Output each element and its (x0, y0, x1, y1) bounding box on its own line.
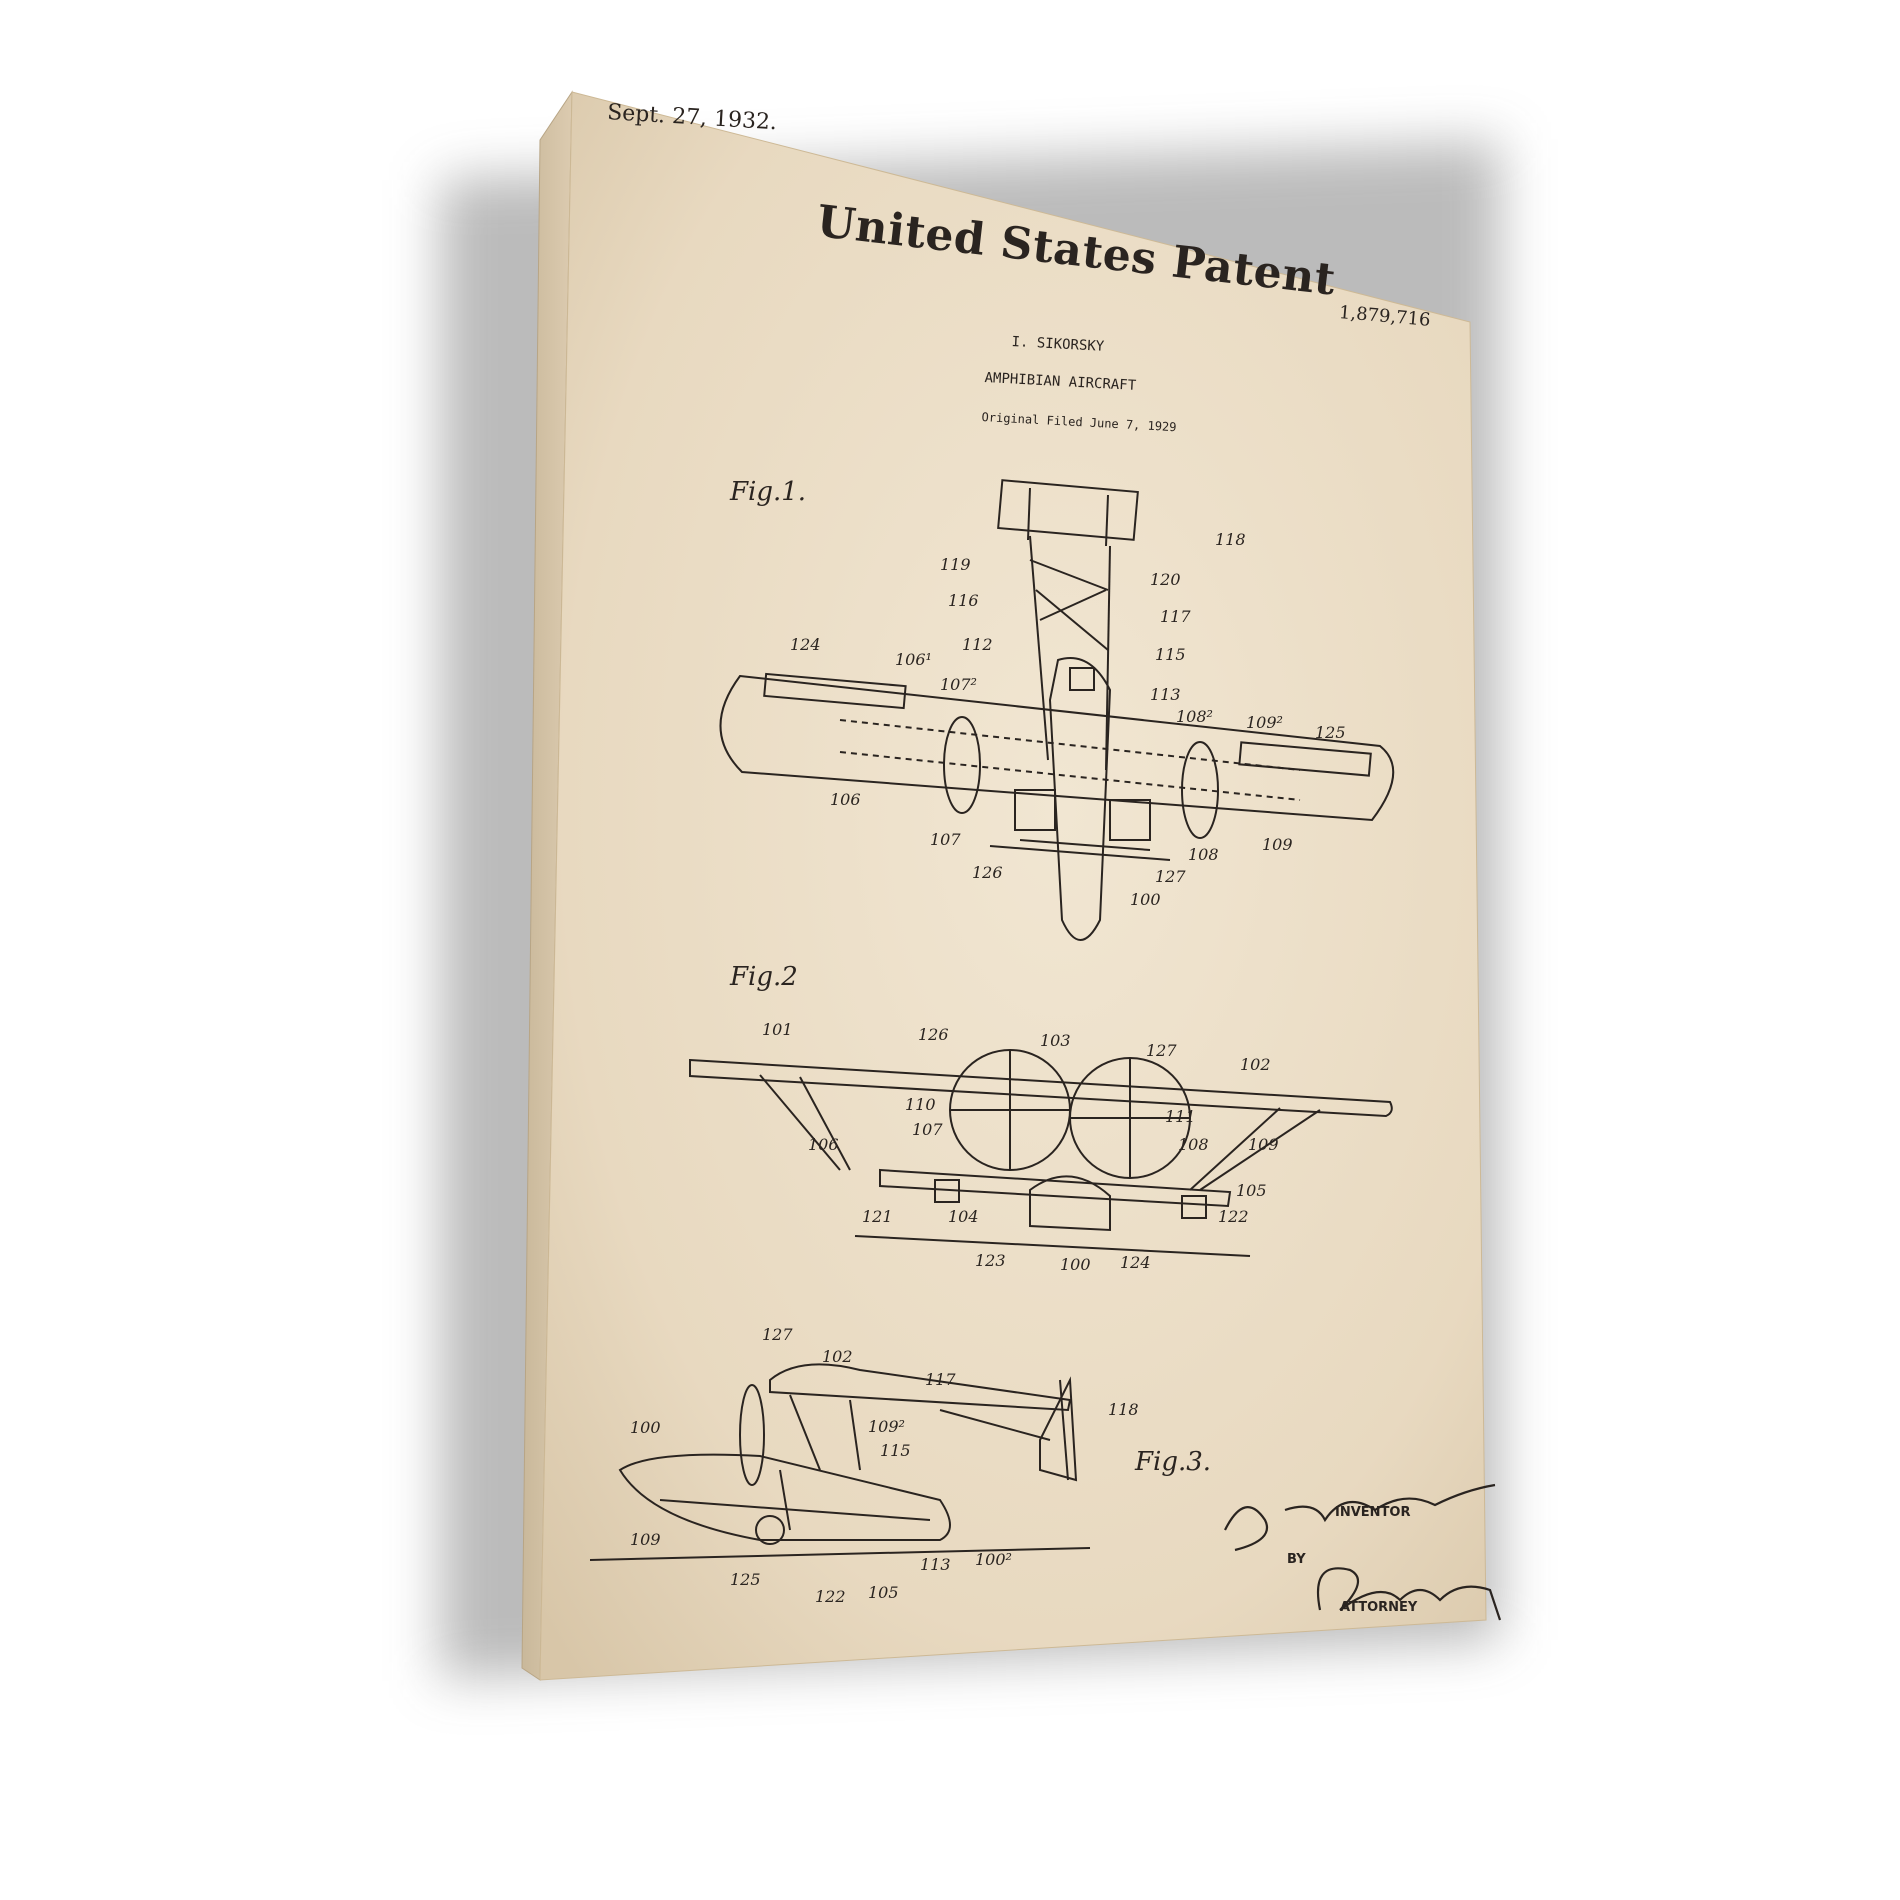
fig3-ref-122: 122 (815, 1587, 846, 1606)
fig3-ref-105: 105 (868, 1583, 899, 1602)
fig3-ref-118: 118 (1108, 1400, 1139, 1419)
fig1-ref-112: 112 (962, 635, 993, 654)
fig1-ref-117: 117 (1160, 607, 1191, 626)
fig3-ref-127: 127 (762, 1325, 793, 1344)
fig3-ref-115: 115 (880, 1441, 911, 1460)
fig1-ref-100: 100 (1130, 890, 1161, 909)
fig1-ref-106: 106 (830, 790, 861, 809)
fig2-ref-126: 126 (918, 1025, 949, 1044)
by-label: BY (1287, 1552, 1306, 1567)
fig1-ref-116: 116 (948, 591, 979, 610)
fig1-ref-120: 120 (1150, 570, 1181, 589)
fig1-ref-108-1: 108² (1176, 707, 1213, 726)
fig2-ref-110: 110 (905, 1095, 936, 1114)
fig1-ref-124: 124 (790, 635, 821, 654)
fig2-ref-111: 111 (1165, 1107, 1196, 1126)
figure-reference-labels: 118 119 120 116 117 112 115 124 106¹ 107… (630, 530, 1346, 1606)
fig2-ref-123: 123 (975, 1251, 1006, 1270)
fig2-ref-101: 101 (762, 1020, 793, 1039)
fig1-ref-109-1: 109² (1246, 713, 1283, 732)
fig3-ref-113: 113 (920, 1555, 951, 1574)
fig2-ref-122: 122 (1218, 1207, 1249, 1226)
fig2-ref-106: 106 (808, 1135, 839, 1154)
fig2-ref-121: 121 (862, 1207, 893, 1226)
canvas-face (539, 91, 1487, 1681)
figure-1-drawing (719, 479, 1395, 941)
fig1-ref-109: 109 (1262, 835, 1293, 854)
fig1-ref-126: 126 (972, 863, 1003, 882)
fig3-ref-100-2: 100² (975, 1550, 1012, 1569)
fig2-ref-103: 103 (1040, 1031, 1071, 1050)
fig1-ref-113: 113 (1150, 685, 1181, 704)
inventor-signature (1224, 1483, 1496, 1552)
attorney-signature (1316, 1567, 1502, 1621)
attorney-label: ATTORNEY (1340, 1600, 1418, 1615)
figure-labels: Fig.1. Fig.2 Fig.3. (729, 477, 1211, 1477)
fig3-ref-109-1: 109² (868, 1417, 905, 1436)
fig1-ref-115: 115 (1155, 645, 1186, 664)
fig3-label: Fig.3. (1134, 1447, 1211, 1477)
fig1-ref-118: 118 (1215, 530, 1246, 549)
fig2-ref-107: 107 (912, 1120, 943, 1139)
fig2-ref-104: 104 (948, 1207, 979, 1226)
figure-3-drawing (589, 1363, 1091, 1561)
fig3-ref-125: 125 (730, 1570, 761, 1589)
figure-2-drawing (689, 1049, 1393, 1257)
fig2-ref-109: 109 (1248, 1135, 1279, 1154)
fig3-ref-102: 102 (822, 1347, 853, 1366)
fig2-ref-127: 127 (1146, 1041, 1177, 1060)
fig3-ref-100: 100 (630, 1418, 661, 1437)
fig1-label: Fig.1. (729, 477, 806, 507)
fig1-ref-127: 127 (1155, 867, 1186, 886)
fig1-ref-107: 107 (930, 830, 961, 849)
fig2-ref-100: 100 (1060, 1255, 1091, 1274)
fig1-ref-108: 108 (1188, 845, 1219, 864)
inventor-label: INVENTOR (1335, 1505, 1411, 1520)
fig1-ref-106-1: 106¹ (895, 650, 932, 669)
fig2-ref-105: 105 (1236, 1181, 1267, 1200)
fig2-ref-108: 108 (1178, 1135, 1209, 1154)
fig1-ref-107-1: 107² (940, 675, 977, 694)
fig1-ref-125: 125 (1315, 723, 1346, 742)
fig3-ref-109: 109 (630, 1530, 661, 1549)
fig2-ref-102: 102 (1240, 1055, 1271, 1074)
fig1-ref-119: 119 (940, 555, 971, 574)
fig3-ref-117: 117 (925, 1370, 956, 1389)
fig2-ref-124: 124 (1120, 1253, 1151, 1272)
fig2-label: Fig.2 (729, 962, 798, 992)
